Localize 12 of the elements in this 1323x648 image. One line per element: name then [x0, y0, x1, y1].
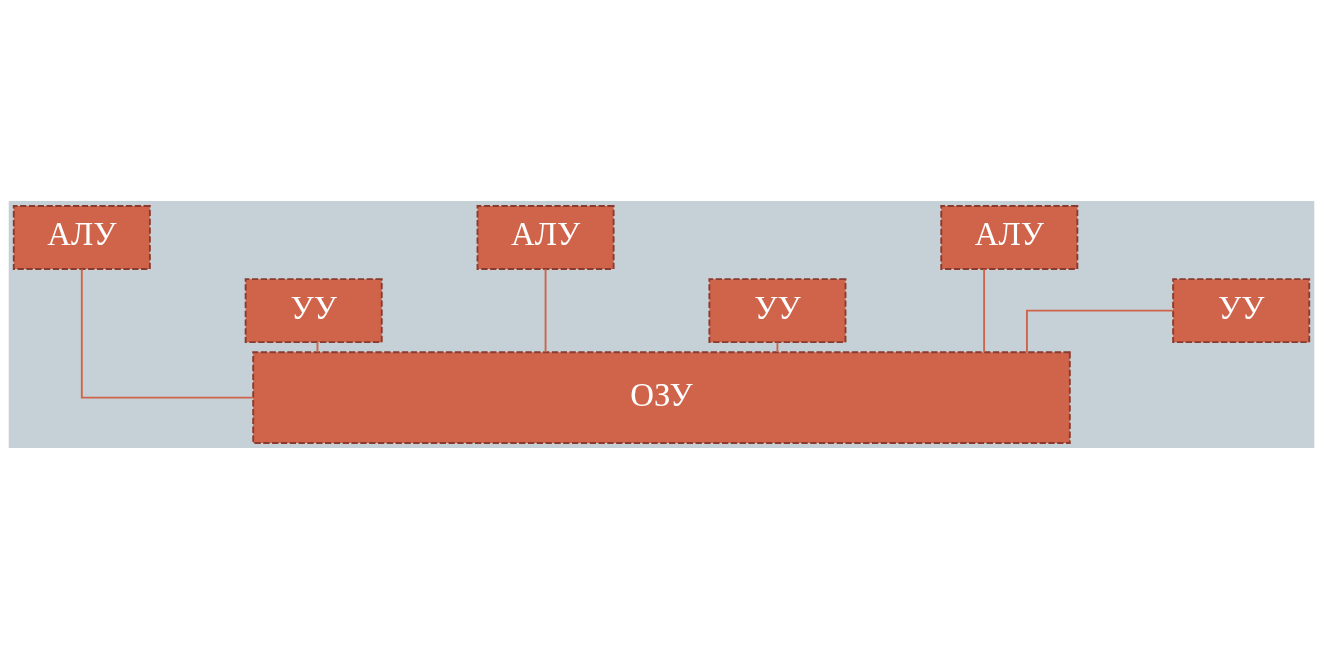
connector: [80, 267, 254, 399]
node-box: АЛУ: [476, 204, 615, 270]
node-box: УУ: [244, 277, 383, 343]
node-box: АЛУ: [12, 204, 151, 270]
connector: [776, 341, 779, 353]
node-box: УУ: [1172, 277, 1311, 343]
node-box: АЛУ: [940, 204, 1079, 270]
node-box: ОЗУ: [252, 350, 1071, 444]
connector: [544, 267, 547, 353]
connector: [1026, 309, 1174, 353]
node-box: УУ: [708, 277, 847, 343]
connector: [983, 267, 986, 353]
